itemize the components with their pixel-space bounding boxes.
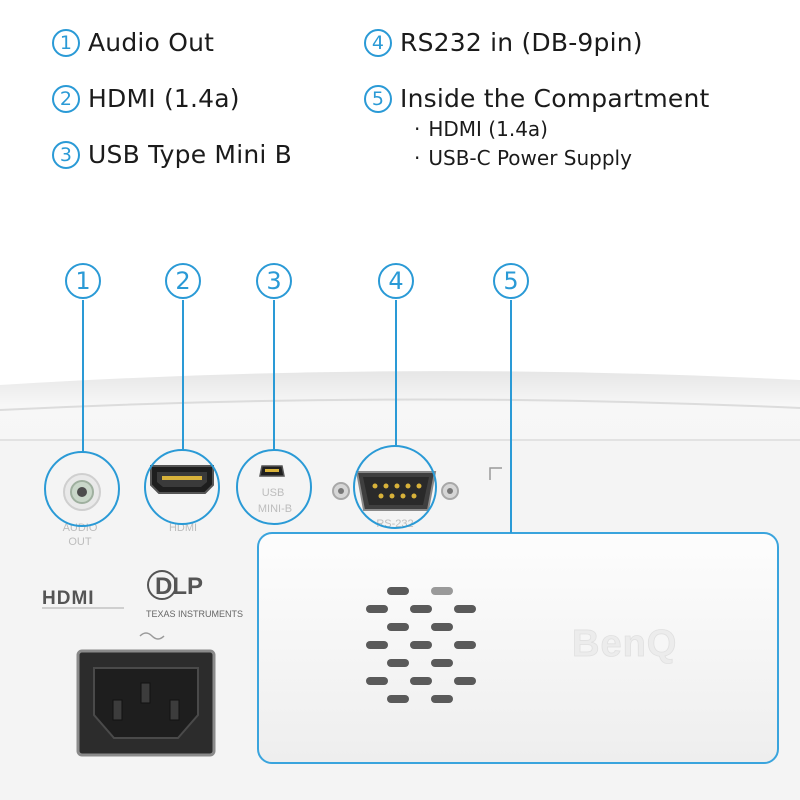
callout-3: 3 (256, 263, 292, 299)
hdmi-port (150, 465, 214, 494)
legend-label: Audio Out (88, 28, 215, 57)
callout-5: 5 (493, 263, 529, 299)
number-badge: 2 (52, 84, 80, 113)
number-badge: 4 (364, 28, 392, 57)
port-label-hdmi: HDMI (169, 522, 197, 534)
legend-label: HDMI (1.4a) (88, 84, 240, 113)
legend-label: Inside the Compartment (400, 84, 710, 113)
callout-2: 2 (165, 263, 201, 299)
dlp-maker-text: TEXAS INSTRUMENTS (146, 609, 243, 619)
legend-subitem-usb-c: · USB-C Power Supply (414, 146, 632, 170)
bullet: · (414, 146, 421, 170)
dlp-logo-text: DLP (155, 573, 203, 600)
compartment-lid: BenQ (257, 532, 779, 764)
legend-subitem-hdmi: · HDMI (1.4a) (414, 117, 548, 141)
hdmi-logo: HDMI (42, 588, 95, 609)
legend-label: USB Type Mini B (88, 140, 293, 169)
legend-item-compartment: 5 Inside the Compartment (364, 84, 710, 113)
bullet: · (414, 117, 421, 141)
port-label-usb: USB (262, 487, 285, 499)
brand-logo: BenQ (572, 623, 677, 665)
legend-label: RS232 in (DB-9pin) (400, 28, 643, 57)
callout-4: 4 (378, 263, 414, 299)
power-inlet (76, 649, 216, 757)
number-badge: 1 (52, 28, 80, 57)
legend-item-usb: 3 USB Type Mini B (52, 140, 292, 169)
legend-sublabel: HDMI (1.4a) (428, 117, 548, 141)
number-badge: 3 (52, 140, 80, 169)
port-label-audio: OUT (68, 536, 92, 548)
legend-sublabel: USB-C Power Supply (428, 146, 632, 170)
rs232-port (332, 471, 459, 511)
legend-item-rs232: 4 RS232 in (DB-9pin) (364, 28, 643, 57)
audio-out-port (63, 473, 101, 511)
port-label-usb: MINI-B (258, 503, 292, 515)
callout-1: 1 (65, 263, 101, 299)
vent-grille (366, 587, 476, 703)
legend-item-hdmi: 2 HDMI (1.4a) (52, 84, 240, 113)
legend-item-audio-out: 1 Audio Out (52, 28, 214, 57)
usb-mini-b-port (259, 465, 285, 477)
number-badge: 5 (364, 84, 392, 113)
dlp-logo: DLP TEXAS INSTRUMENTS (146, 570, 243, 619)
